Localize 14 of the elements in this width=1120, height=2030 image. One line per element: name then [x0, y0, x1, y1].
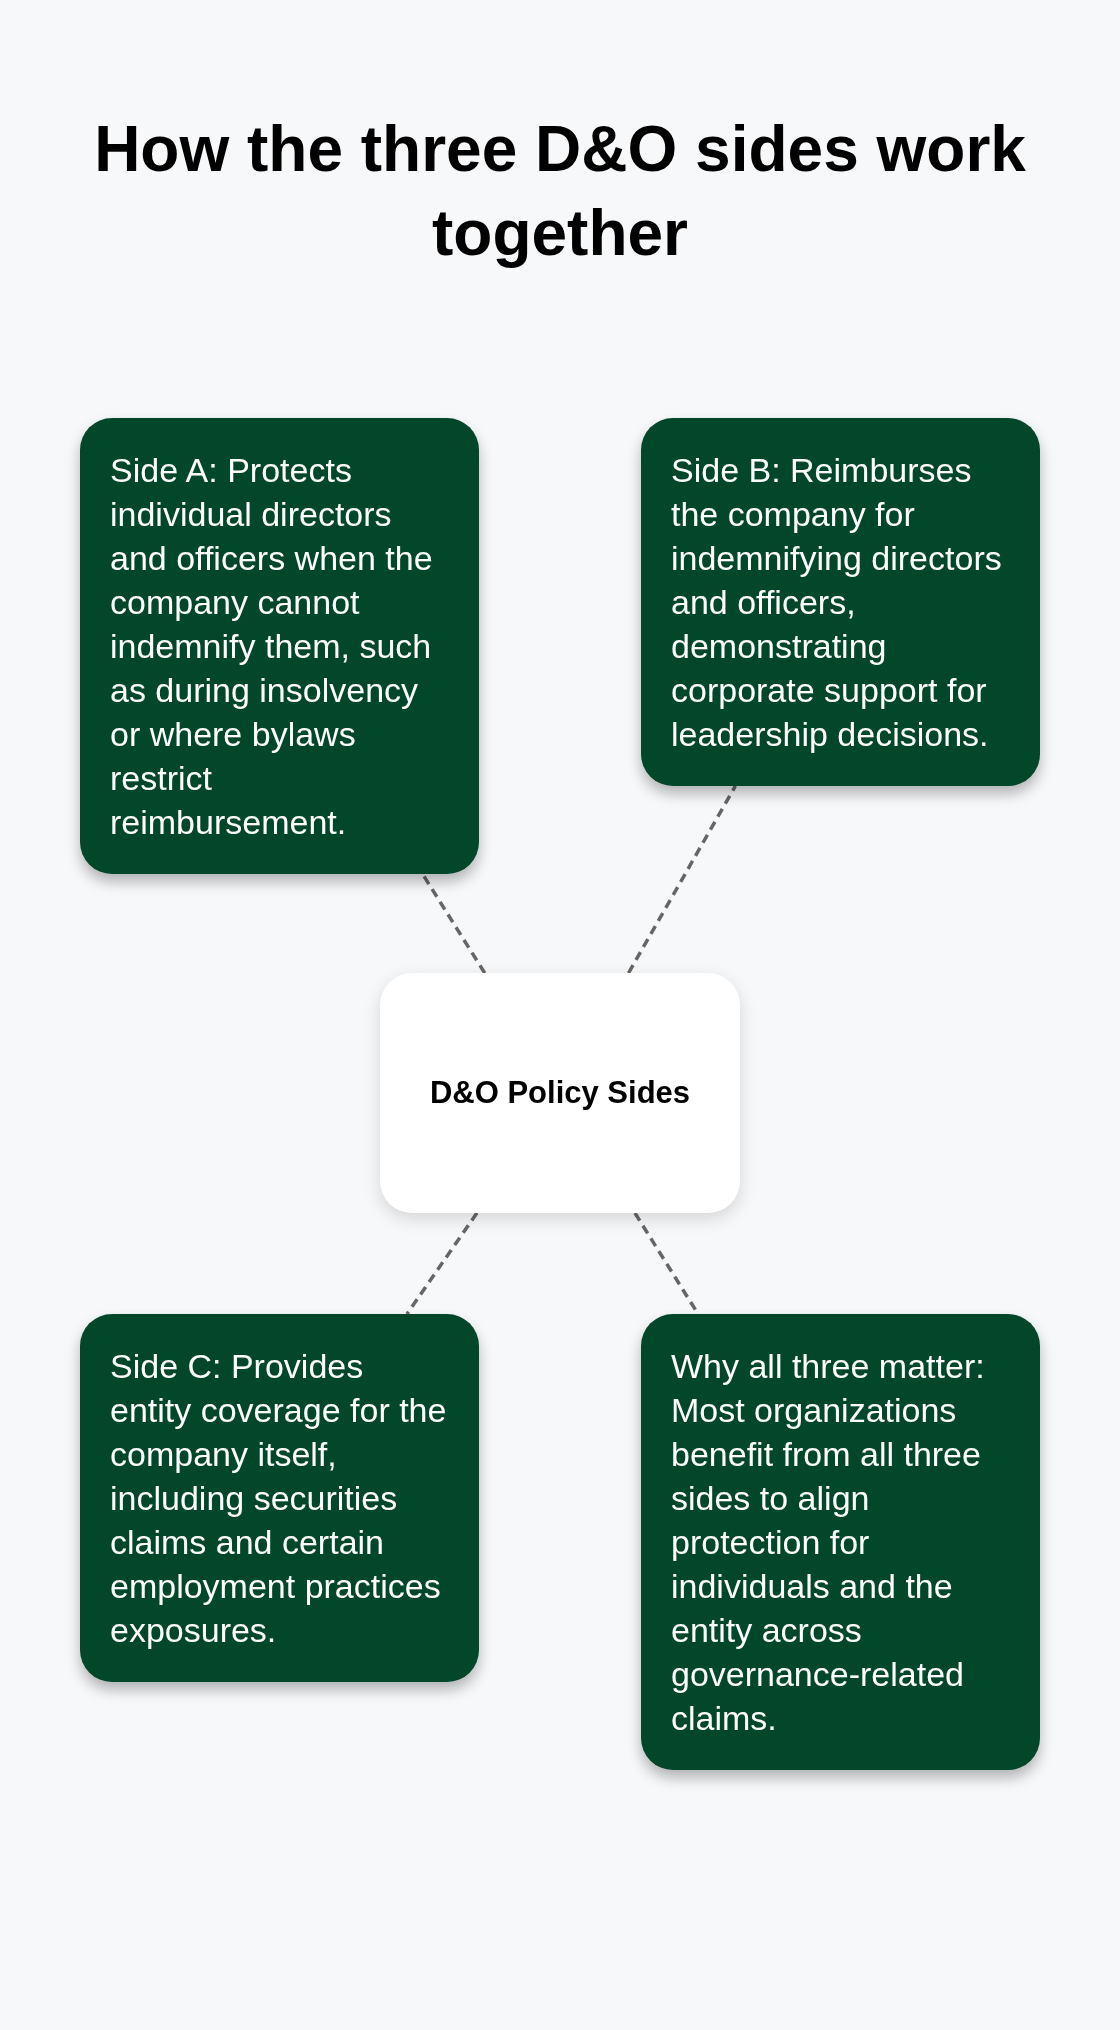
dashed-connector	[627, 785, 737, 974]
info-card	[641, 418, 1040, 786]
dashed-connector	[405, 1212, 479, 1315]
dashed-connector	[421, 873, 487, 974]
card-text: Side C: Provides entity coverage for the company itself, including securities claims and certain employment practices exposures.	[110, 1346, 448, 1651]
card-text: Why all three matter: Most organizations benefit from all three sides to align protection for individuals and the entity across governance-related claims.	[671, 1346, 986, 1739]
center-label: D&O Policy Sides	[429, 1074, 691, 1112]
center-box	[380, 973, 740, 1213]
card-text: Side B: Reimburses the company for indemnifying directors and officers, demonstrating corporate support for leadership decisions.	[671, 450, 1003, 755]
info-card	[80, 418, 479, 874]
card-text: Side A: Protects individual directors and officers when the company cannot indemnify them, such as during insolvency or where bylaws restrict reimbursement.	[110, 450, 434, 843]
info-card	[641, 1314, 1040, 1770]
info-card	[80, 1314, 479, 1682]
title: How the three D&O sides work together	[93, 112, 1027, 271]
